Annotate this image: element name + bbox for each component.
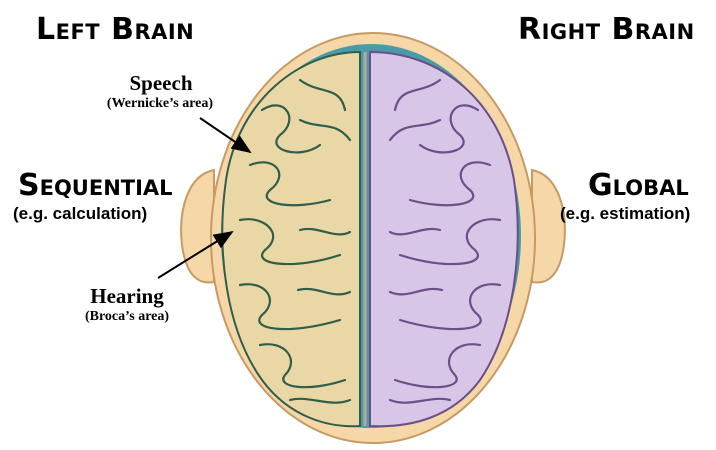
sequential-title: Sequential <box>18 168 173 203</box>
global-title: Global <box>588 168 689 203</box>
left-hemisphere <box>222 52 360 426</box>
global-subtitle: (e.g. estimation) <box>560 204 690 224</box>
left-ear <box>181 170 214 283</box>
sequential-subtitle: (e.g. calculation) <box>13 204 147 224</box>
speech-sublabel: (Wernicke’s area) <box>80 96 240 112</box>
speech-label: Speech <box>96 71 226 96</box>
right-brain-heading: Right Brain <box>518 12 695 47</box>
right-ear <box>532 170 565 283</box>
left-brain-heading: Left Brain <box>36 12 194 47</box>
hearing-sublabel: (Broca’s area) <box>52 309 202 325</box>
hearing-label: Hearing <box>62 284 192 309</box>
